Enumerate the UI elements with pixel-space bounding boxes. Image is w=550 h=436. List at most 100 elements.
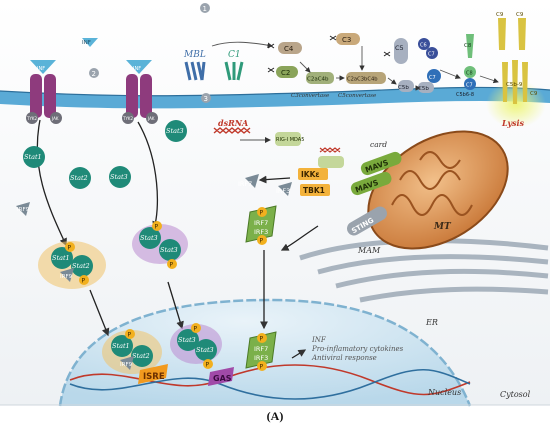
mavs-upper — [360, 151, 402, 176]
svg-text:Stat3: Stat3 — [110, 173, 128, 181]
svg-text:P: P — [128, 332, 132, 339]
c5b-bound-label: C5b — [418, 86, 429, 92]
svg-text:Stat2: Stat2 — [72, 262, 90, 270]
sting-protein — [347, 206, 387, 236]
complement-cascade: MBL C1 C4 C2 C3 C2aC4b C3convertase C2aC… — [183, 12, 546, 128]
output-cytokines: Pro-inflamatory cytokines — [311, 345, 404, 353]
c7-bound-2-label: C7 — [466, 83, 473, 89]
tbk1-label: TBK1 — [303, 186, 325, 195]
output-inf: INF — [311, 336, 327, 344]
stat3-dimer-nucleus: Stat3 Stat3 P P — [170, 323, 222, 369]
c9-label-3: C9 — [530, 91, 538, 97]
svg-text:INF: INF — [133, 66, 141, 72]
svg-text:JAK: JAK — [147, 116, 155, 121]
svg-text:Stat1: Stat1 — [24, 153, 42, 161]
svg-text:P: P — [260, 210, 264, 217]
receptor-1: INF TYK2 JAK — [26, 60, 62, 124]
nucleus-label: Nucleus — [427, 388, 461, 397]
c5convertase-label: C5convertase — [338, 93, 377, 99]
svg-text:Stat1: Stat1 — [112, 342, 130, 350]
c7-bound-label: C7 — [429, 75, 436, 81]
svg-text:INF: INF — [37, 66, 45, 72]
mavs-lower — [350, 171, 392, 196]
svg-text:Stat2: Stat2 — [70, 174, 88, 182]
irf7-label: IRF7 — [238, 180, 252, 188]
c9-label-1: C9 — [496, 12, 504, 18]
figure-caption: (A) — [266, 409, 284, 423]
mt-label: MT — [433, 222, 452, 232]
svg-text:P: P — [68, 245, 72, 252]
rig-mda5-label: RIG-I MDA5 — [276, 137, 304, 143]
svg-text:P: P — [260, 336, 264, 343]
irf-dimer-nucleus: IRF7 IRF3 P P — [245, 331, 277, 371]
cytosol-label: Cytosol — [500, 390, 531, 399]
svg-text:P: P — [260, 238, 264, 245]
svg-text:2: 2 — [92, 70, 96, 78]
free-inf-label: INF — [82, 40, 91, 46]
ikke-label: IKKε — [301, 170, 320, 179]
irf-dimer-cytosol: IRF7 IRF3 P P — [245, 205, 277, 245]
dsrna-label: dsRNA — [218, 118, 248, 128]
c3convertase-label: C3convertase — [291, 93, 330, 99]
c5-label: C5 — [395, 44, 404, 52]
stat-monomers: Stat1 Stat2 Stat3 Stat3 IRF9 — [16, 120, 187, 216]
lysis-label: Lysis — [501, 118, 525, 128]
svg-text:P: P — [260, 364, 264, 371]
svg-text:1: 1 — [203, 5, 207, 13]
svg-text:IRF9: IRF9 — [17, 207, 30, 213]
stat3-dimer-cytosol: Stat3 Stat3 P P — [132, 221, 188, 269]
c8-bound-label: C8 — [466, 71, 473, 77]
svg-text:TYK2: TYK2 — [122, 116, 134, 121]
svg-text:IRF3: IRF3 — [254, 228, 268, 236]
svg-text:P: P — [155, 224, 159, 231]
isgf3-cytosol: Stat1 Stat2 IRF9 P P — [38, 241, 106, 289]
c1-label: C1 — [228, 50, 241, 60]
free-inf-ligand — [82, 38, 98, 47]
svg-text:IRF7: IRF7 — [254, 219, 268, 227]
svg-text:IRF9: IRF9 — [60, 274, 73, 280]
svg-text:Stat2: Stat2 — [132, 352, 150, 360]
svg-text:3: 3 — [204, 95, 208, 103]
mbl-label: MBL — [183, 50, 206, 60]
svg-text:IRF3: IRF3 — [254, 354, 268, 362]
c5b-label: C5b — [398, 85, 409, 91]
tbk1-box — [300, 184, 330, 196]
c8-label: C8 — [464, 43, 472, 49]
svg-text:P: P — [194, 326, 198, 333]
card-label: card — [370, 140, 387, 149]
c5b9-label: C5b-9 — [506, 82, 523, 88]
svg-text:Stat3: Stat3 — [196, 346, 214, 354]
rig-i-mda5-box — [275, 132, 301, 146]
step-1-badge — [200, 3, 210, 13]
dna-helix — [69, 364, 471, 400]
svg-text:Stat3: Stat3 — [160, 246, 178, 254]
svg-text:Stat3: Stat3 — [166, 127, 184, 135]
c2ac3bc4b-label: C2aC3bC4b — [347, 77, 378, 83]
c4-label: C4 — [284, 45, 294, 53]
svg-text:Stat3: Stat3 — [140, 234, 158, 242]
gas-label: GAS — [213, 374, 232, 383]
svg-text:JAK: JAK — [51, 116, 59, 121]
receptor-2: INF TYK2 JAK — [122, 60, 158, 124]
svg-text:IRF7: IRF7 — [254, 345, 268, 353]
svg-text:P: P — [170, 262, 174, 269]
ikke-box — [298, 168, 328, 180]
svg-text:IRF9: IRF9 — [120, 362, 133, 368]
c5b678-label: C5b6-8 — [456, 92, 474, 98]
svg-text:TYK2: TYK2 — [26, 116, 38, 121]
signal-arrows — [36, 119, 319, 359]
irf3-label: IRF3 — [276, 187, 290, 195]
mitochondrion — [367, 130, 509, 250]
c6-label: C6 — [420, 43, 427, 49]
rig-i-bound — [318, 156, 344, 168]
step-2-badge — [89, 68, 99, 78]
c9-label-2: C9 — [516, 12, 524, 18]
svg-text:Stat3: Stat3 — [178, 336, 196, 344]
irf3-shape — [278, 182, 292, 196]
transcription-outputs: INF Pro-inflamatory cytokines Antiviral … — [311, 336, 404, 362]
svg-text:P: P — [82, 278, 86, 285]
svg-text:Stat1: Stat1 — [52, 254, 70, 262]
step-3-badge — [201, 93, 211, 103]
c3-label: C3 — [342, 36, 351, 44]
